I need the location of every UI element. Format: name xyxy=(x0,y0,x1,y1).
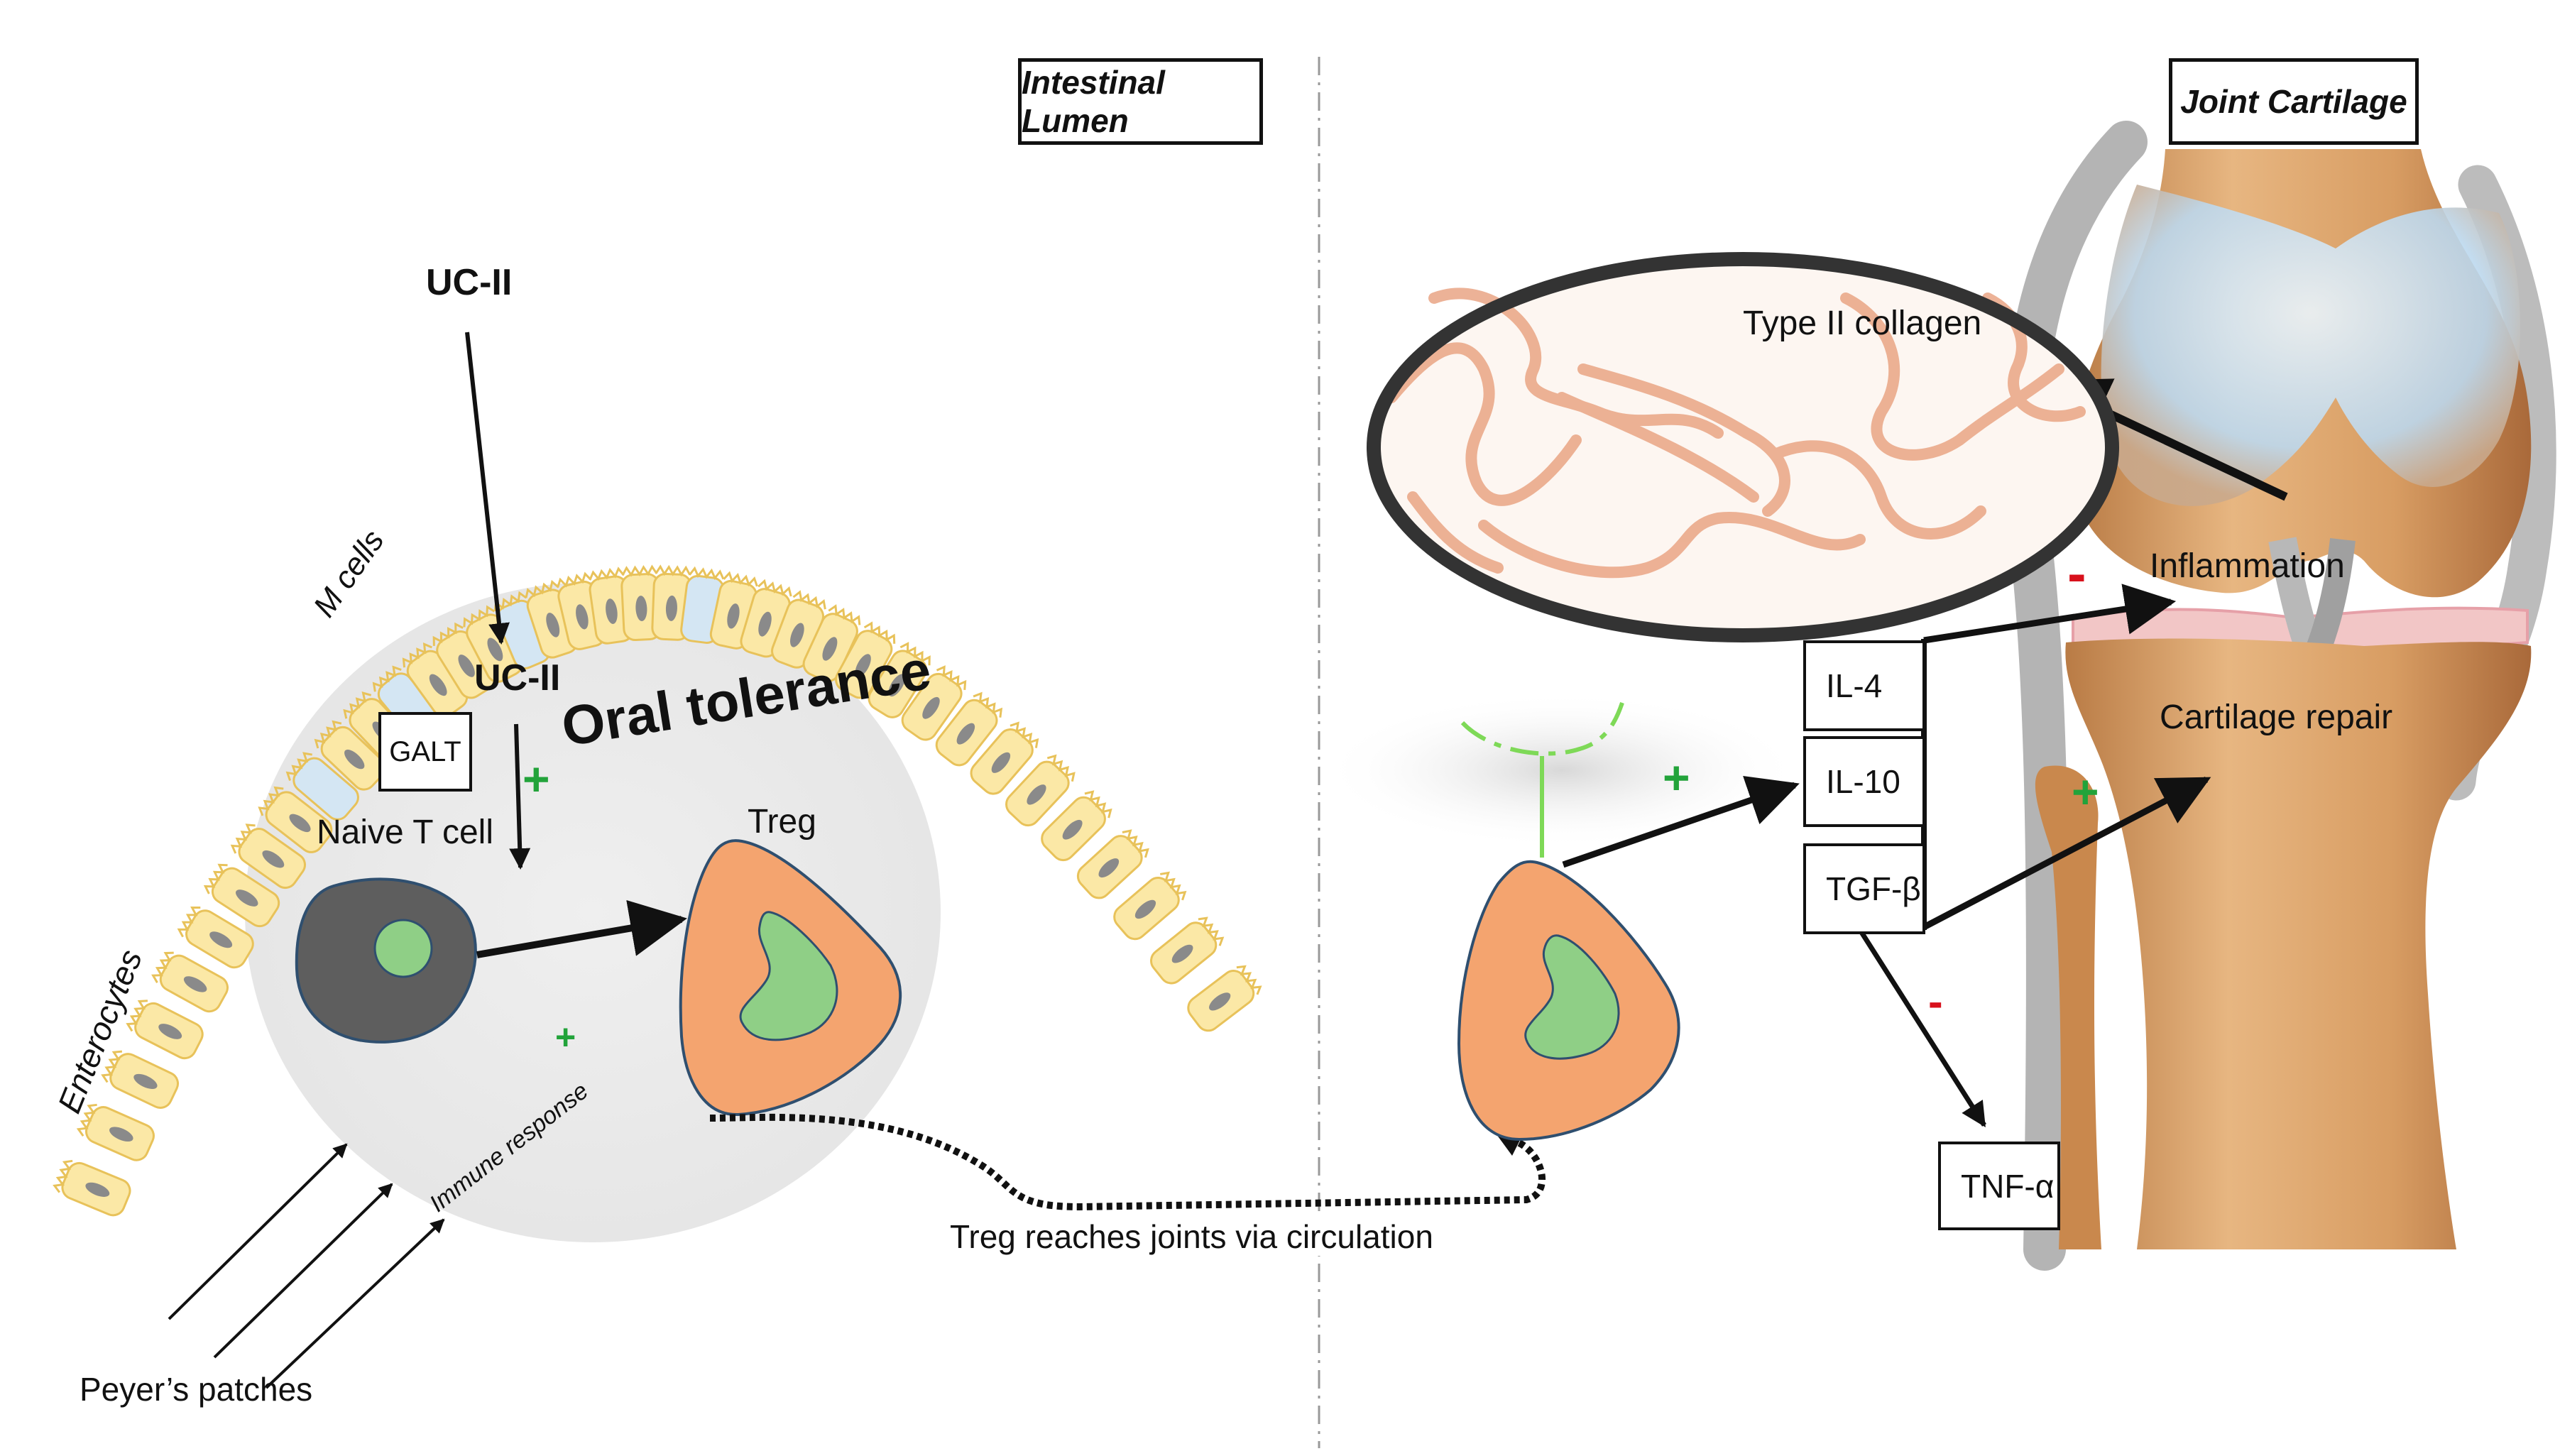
enterocyte-cell xyxy=(151,951,229,1013)
enterocyte-cell xyxy=(230,823,306,890)
enterocyte-cell xyxy=(76,1103,155,1161)
galt-box: GALT xyxy=(378,712,472,792)
enterocyte-cell xyxy=(177,907,254,969)
ucii-arrow-mid xyxy=(509,723,531,870)
to-cartilage-repair-arrow xyxy=(1922,777,2211,930)
enterocyte-cell xyxy=(1187,965,1262,1032)
intestinal-epithelium xyxy=(53,564,1262,1217)
enterocyte-cell xyxy=(970,721,1039,795)
oral-tolerance-sign: + xyxy=(523,752,550,805)
intestinal-lumen-header: Intestinal Lumen xyxy=(1018,58,1263,145)
tnf-negative-sign: - xyxy=(1928,978,1943,1027)
differentiation-arrow xyxy=(476,899,687,958)
enterocyte-cell xyxy=(314,720,386,791)
ucii-top-label: UC-II xyxy=(426,262,513,303)
enterocyte-cell xyxy=(1041,790,1112,862)
joint-cartilage-header: Joint Cartilage xyxy=(2169,58,2419,145)
m-cell xyxy=(285,752,359,821)
peyers-arrow-2 xyxy=(213,1183,393,1359)
ucii-mid-label: UC-II xyxy=(474,657,561,699)
cartilage-repair-label: Cartilage repair xyxy=(2160,699,2393,736)
il4-box: IL-4 xyxy=(1803,640,1925,731)
enterocyte-cell xyxy=(835,621,896,699)
collagen-zoom-view xyxy=(1367,252,2119,642)
tgf-beta-box: TGF-β xyxy=(1803,843,1925,934)
tnf-alpha-box: TNF-α xyxy=(1938,1142,2060,1230)
peyers-arrow-1 xyxy=(168,1143,348,1320)
enterocyte-cell xyxy=(53,1159,131,1217)
circulation-label: Treg reaches joints via circulation xyxy=(950,1217,1433,1256)
circulation-path xyxy=(709,1113,1546,1211)
to-inflammation-arrow xyxy=(1923,584,2177,644)
type-ii-collagen-label: Type II collagen xyxy=(1743,305,1982,342)
enterocyte-cell xyxy=(126,1000,204,1060)
inflammation-label: Inflammation xyxy=(2150,547,2345,585)
enterocyte-cell xyxy=(1113,871,1187,941)
treg-label: Treg xyxy=(748,803,816,841)
repair-positive-sign: + xyxy=(2072,765,2099,818)
naive-t-cell-label: Naive T cell xyxy=(317,814,493,851)
knee-joint-icon xyxy=(2003,121,2556,1271)
enterocyte-cell xyxy=(935,691,1003,767)
treg-to-cytokines-arrow xyxy=(1562,776,1800,868)
naive-t-nucleus xyxy=(373,919,433,978)
peyers-arrow-3 xyxy=(265,1218,445,1389)
inflammation-negative-sign: - xyxy=(2067,542,2086,605)
enterocyte-cell xyxy=(1150,916,1225,985)
treg-nucleus-joint xyxy=(1524,934,1620,1060)
enterocyte-cell xyxy=(620,564,662,642)
collagen-fibers-icon xyxy=(1386,288,2086,579)
peyers-patches-label: Peyer’s patches xyxy=(80,1371,313,1408)
enterocyte-cell xyxy=(203,863,280,928)
enterocyte-cell xyxy=(901,665,967,741)
ucii-arrow-top xyxy=(465,332,510,645)
immune-response-sign: + xyxy=(555,1017,576,1057)
treg-positive-sign: + xyxy=(1663,751,1690,804)
to-tnf-arrow xyxy=(1858,929,1986,1127)
treg-nucleus-intestine xyxy=(739,911,838,1041)
il10-box: IL-10 xyxy=(1803,736,1925,827)
enterocyte-cell xyxy=(101,1050,180,1109)
receptor-shadow xyxy=(1320,692,1803,848)
enterocyte-cell xyxy=(1076,829,1149,899)
enterocyte-cell xyxy=(1005,754,1076,827)
enterocyte-cell xyxy=(868,642,931,718)
receptor-icon xyxy=(1460,702,1624,858)
enterocyte-cell xyxy=(258,786,333,853)
